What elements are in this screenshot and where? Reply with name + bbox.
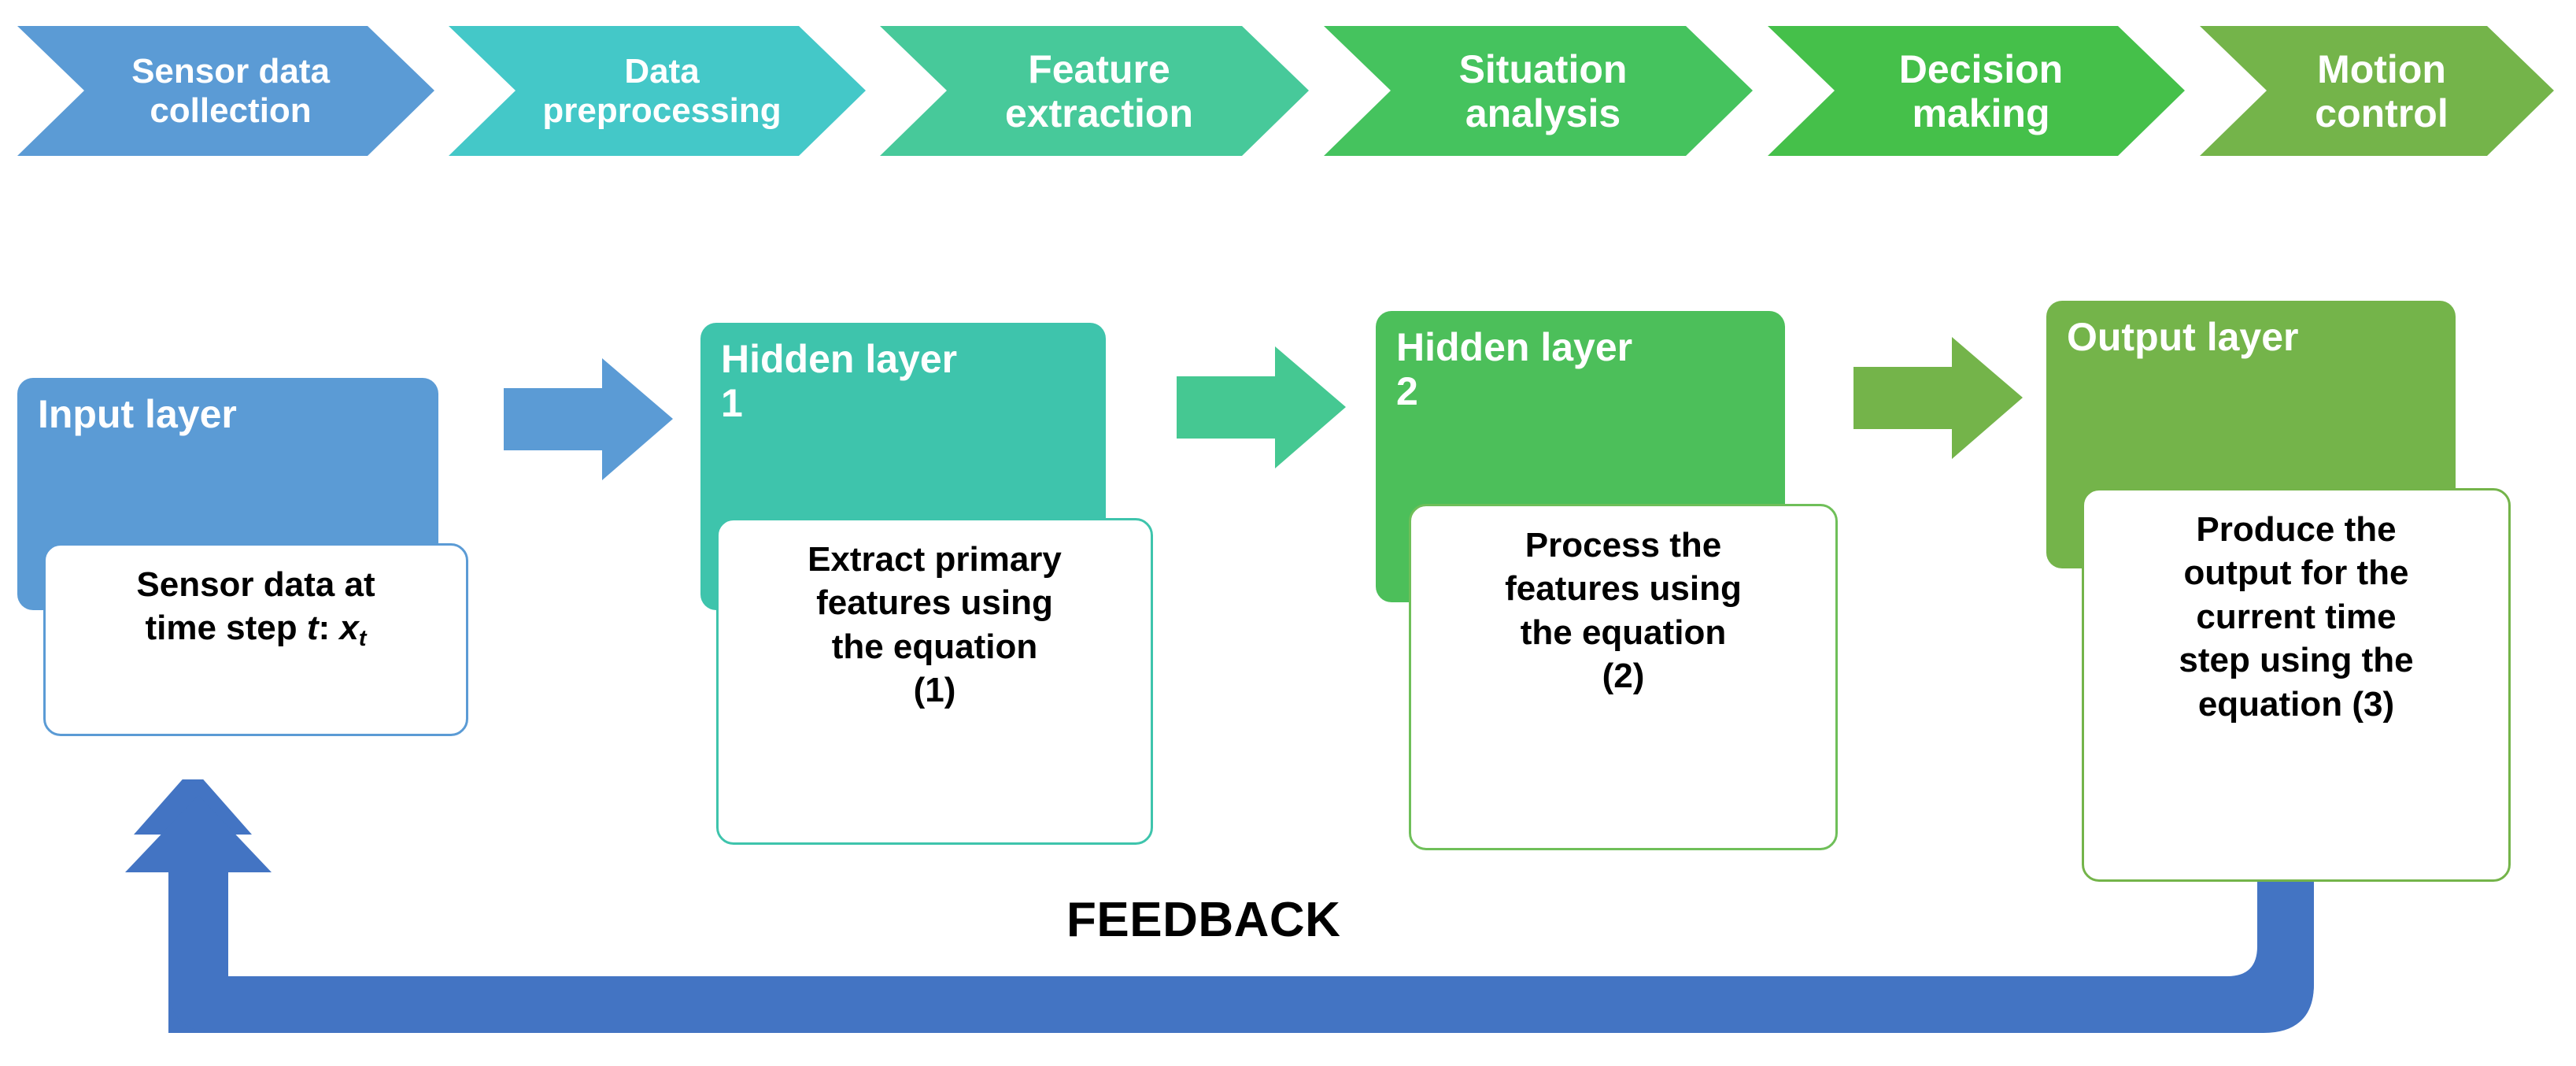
pipeline-step-feature-extraction[interactable]: Feature extraction <box>880 26 1309 156</box>
pipeline-step-label: Sensor data collection <box>131 52 330 130</box>
pipeline-step-label: Situation analysis <box>1458 46 1628 135</box>
pipeline-step-label: Motion control <box>2315 46 2448 135</box>
arrow-hidden2-to-output-icon <box>1853 337 2023 459</box>
pipeline-step-motion-control[interactable]: Motion control <box>2200 26 2554 156</box>
input-layer-title: Input layer <box>38 392 237 436</box>
output-layer-description-text: Produce the output for the current time … <box>2179 510 2414 724</box>
pipeline-step-label: Decision making <box>1898 46 2064 135</box>
pipeline-step-label: Feature extraction <box>1005 46 1193 135</box>
pipeline-step-label: Data preprocessing <box>542 52 782 130</box>
hidden-layer-2-title: Hidden layer 2 <box>1396 325 1633 413</box>
hidden-layer-2-description-card: Process the features using the equation … <box>1409 504 1838 850</box>
hidden-layer-1-title: Hidden layer 1 <box>721 337 958 425</box>
pipeline-step-data-preprocessing[interactable]: Data preprocessing <box>449 26 866 156</box>
arrow-input-to-hidden1-icon <box>504 358 673 480</box>
arrow-hidden1-to-hidden2-icon <box>1177 346 1346 468</box>
pipeline-step-sensor-data-collection[interactable]: Sensor data collection <box>17 26 434 156</box>
hidden-layer-2-description-text: Process the features using the equation … <box>1505 526 1742 696</box>
pipeline-step-decision-making[interactable]: Decision making <box>1768 26 2185 156</box>
pipeline-step-situation-analysis[interactable]: Situation analysis <box>1324 26 1753 156</box>
output-layer-description-card: Produce the output for the current time … <box>2082 488 2511 882</box>
hidden-layer-1-description-card: Extract primary features using the equat… <box>716 518 1153 845</box>
output-layer-title: Output layer <box>2067 315 2299 359</box>
pipeline-banner: Sensor data collection Data preprocessin… <box>0 0 2576 165</box>
hidden-layer-1-description-text: Extract primary features using the equat… <box>808 540 1062 710</box>
feedback-label: FEEDBACK <box>1066 893 1341 947</box>
